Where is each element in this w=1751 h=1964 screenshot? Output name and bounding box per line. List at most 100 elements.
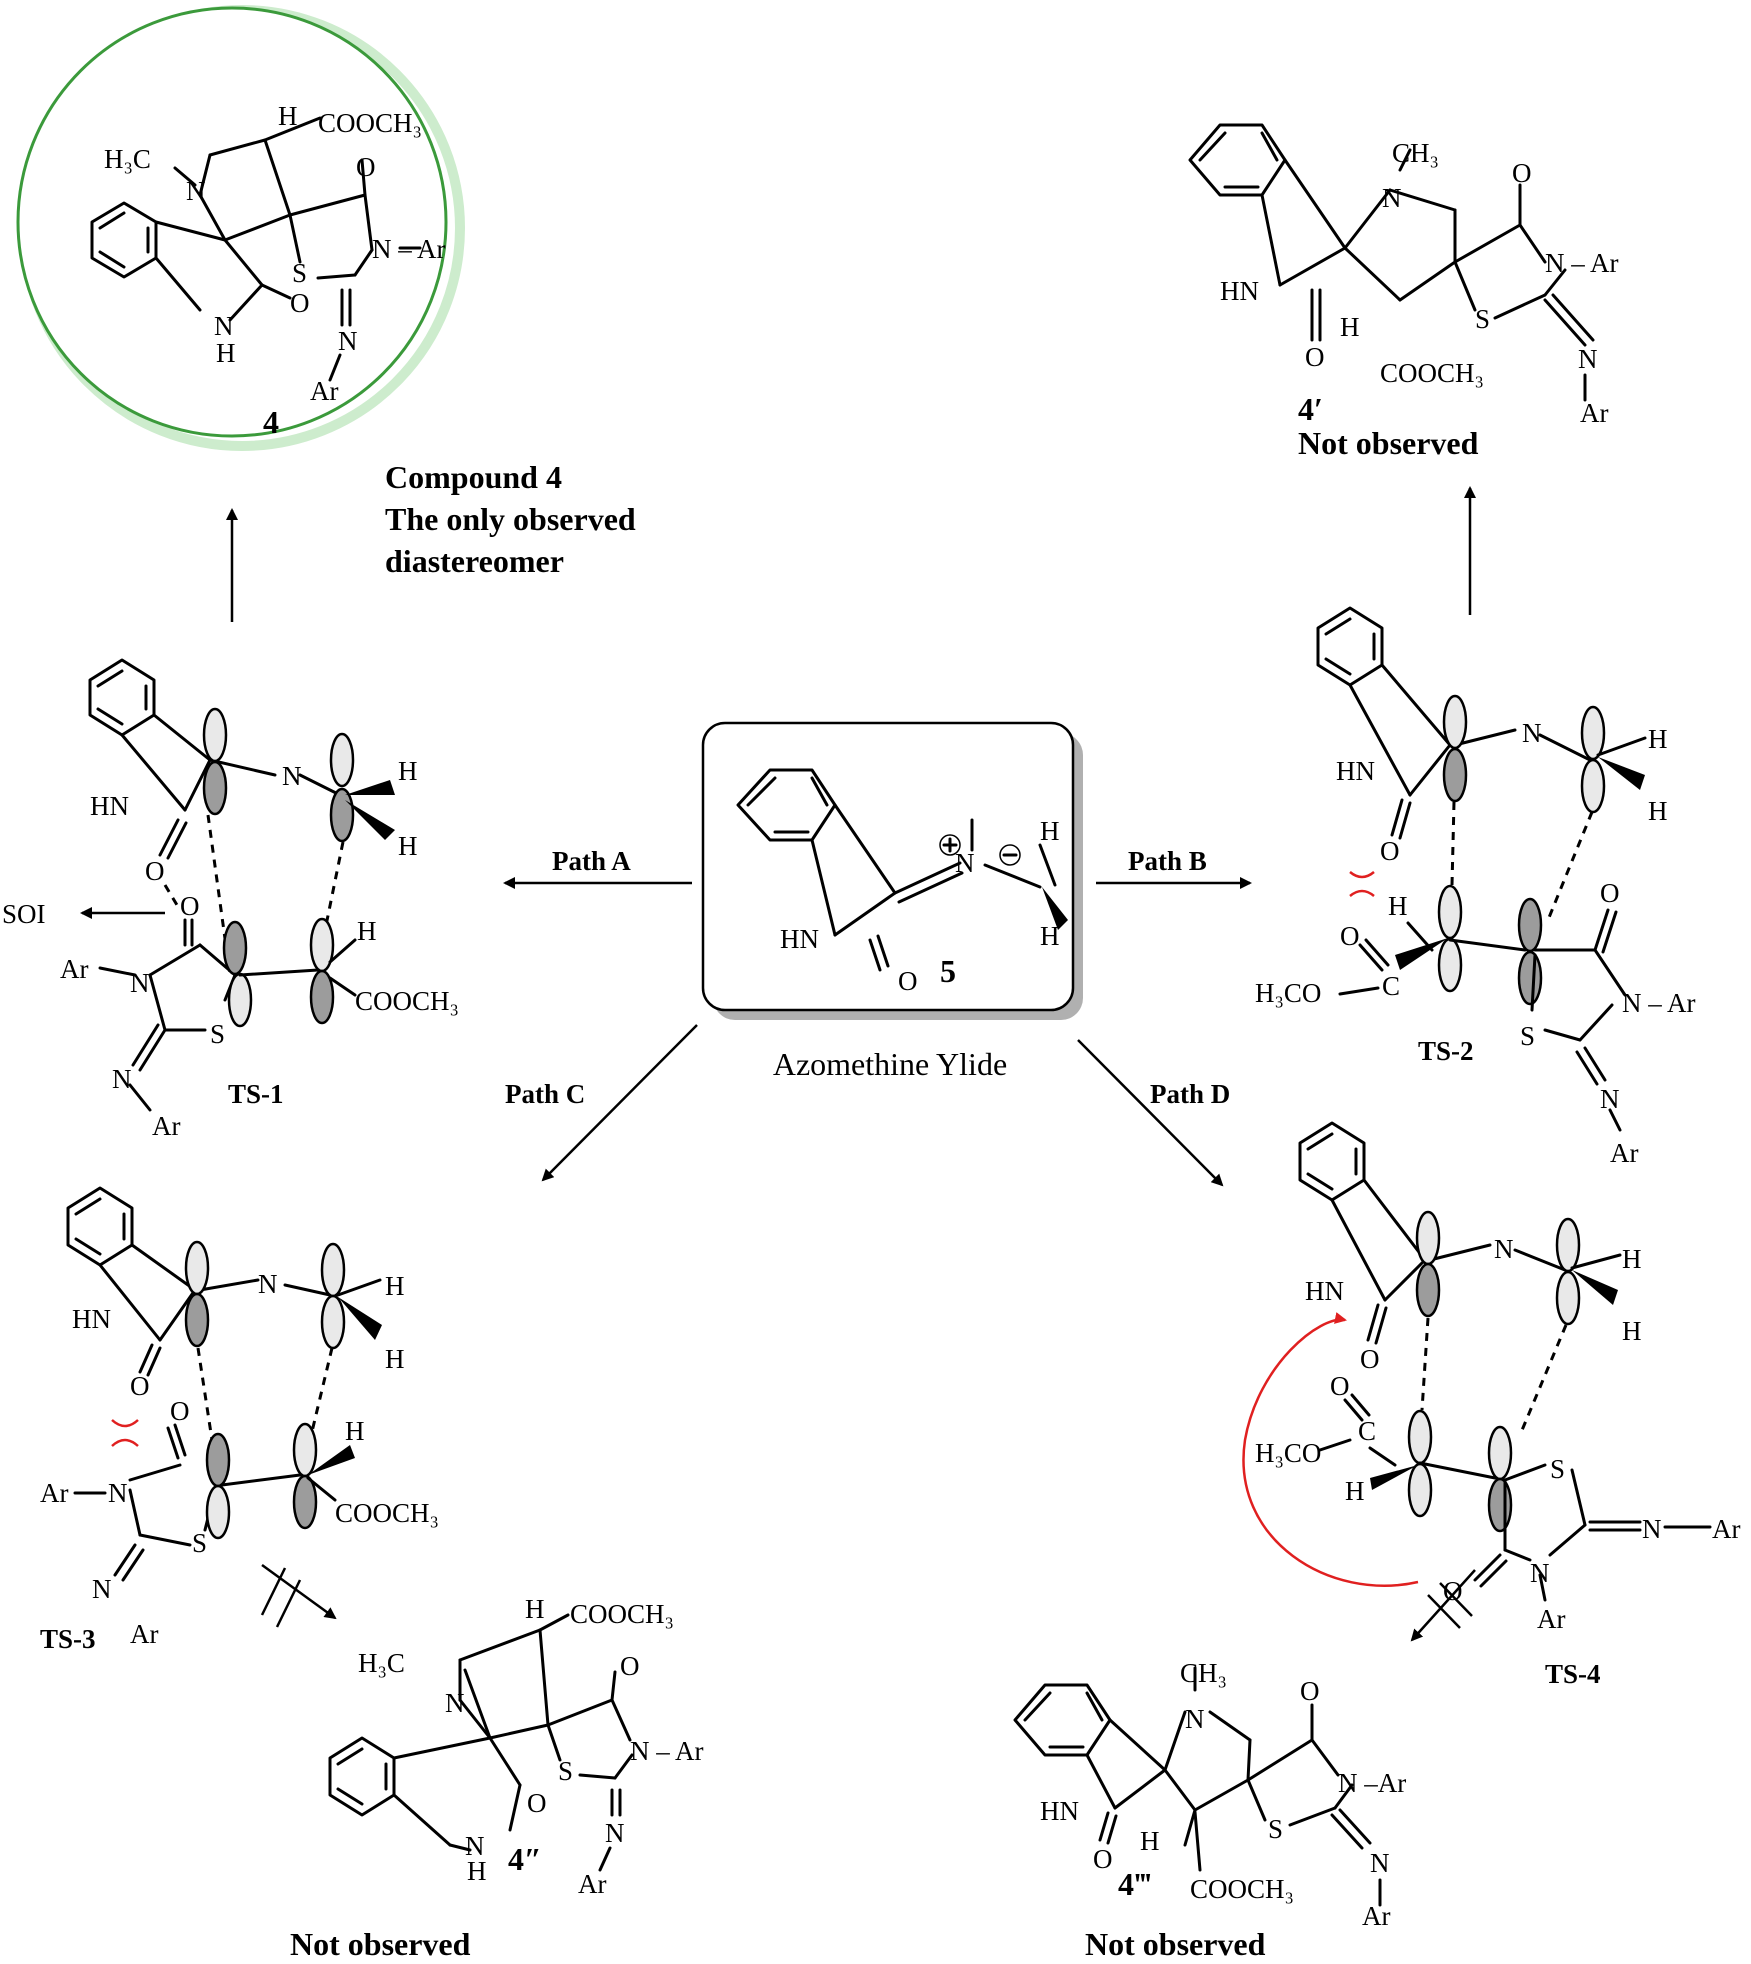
cooch3-group: COOCH₃ (335, 1498, 439, 1528)
highlight-circle (16, 6, 448, 438)
n-atom: N (1370, 1848, 1390, 1878)
hn-atom: HN (1305, 1276, 1344, 1306)
n-atom: N (445, 1688, 465, 1718)
hn-atom: HN (1336, 756, 1375, 786)
o-atom: O (145, 856, 165, 886)
h-atom: H (1622, 1316, 1642, 1346)
p-orbital-lobe (205, 1432, 231, 1488)
p-orbital-lobe (1442, 747, 1468, 803)
o-atom: O (1330, 1371, 1350, 1401)
ar-group: Ar (578, 1869, 607, 1899)
h-atom: H (1622, 1244, 1642, 1274)
p-orbital-lobe (320, 1242, 346, 1298)
o-atom: O (1380, 836, 1400, 866)
o-atom: O (290, 288, 310, 318)
steric-clash-mark (1349, 871, 1375, 897)
n-atom: N (1494, 1234, 1514, 1264)
p-orbital-lobe (1555, 1217, 1581, 1273)
s-atom: S (558, 1756, 573, 1786)
ylide-name: Azomethine Ylide (773, 1046, 1007, 1082)
h-atom: H (525, 1594, 545, 1624)
compound-4-prime-status: Not observed (1298, 425, 1479, 461)
o-atom: O (898, 966, 918, 996)
cooch3-group: COOCH₃ (318, 108, 422, 138)
red-curved-arrow (1242, 1312, 1419, 1587)
ar-group: Ar (1712, 1514, 1741, 1544)
n-plus-atom: N (955, 848, 975, 878)
compound-4-double-prime: H COOCH₃ H₃C N O N – Ar S O N Ar N H 4″ … (290, 1594, 704, 1962)
p-orbital-lobe (202, 707, 228, 763)
cooch3-group: COOCH₃ (1380, 358, 1484, 388)
n-atom: N (186, 176, 206, 206)
ar-group: Ar (60, 954, 89, 984)
ar-group: Ar (1610, 1138, 1639, 1168)
h-atom: H (398, 756, 418, 786)
s-atom: S (1475, 304, 1490, 334)
p-orbital-lobe (1437, 884, 1463, 940)
h-atom: H (1388, 891, 1408, 921)
ts-3-label: TS-3 (40, 1624, 96, 1654)
n-atom: N (1642, 1514, 1662, 1544)
compound-4-caption-3: diastereomer (385, 543, 564, 579)
n-atom: N (338, 326, 358, 356)
p-orbital-lobe (1487, 1477, 1513, 1533)
ar-group: Ar (1537, 1604, 1566, 1634)
compound-4-double-prime-label: 4″ (508, 1841, 542, 1877)
ar-group: Ar (40, 1478, 69, 1508)
compound-4-prime: CH₃ N O N – Ar HN O H COOCH₃ S N Ar 4′ N… (1188, 123, 1619, 461)
p-orbital-lobe (1580, 705, 1606, 761)
hn-atom: HN (72, 1304, 111, 1334)
p-orbital-lobe (1437, 937, 1463, 993)
o-atom: O (1360, 1344, 1380, 1374)
compound-4-triple-prime: CH₃ N O N –Ar HN O H COOCH₃ S N Ar 4‴ No… (1013, 1658, 1406, 1962)
n-ar-group: N –Ar (1338, 1768, 1406, 1798)
p-orbital-lobe (1517, 950, 1543, 1006)
h-atom: H (357, 916, 377, 946)
o-atom: O (527, 1788, 547, 1818)
h-atom: H (1040, 921, 1060, 951)
p-orbital-lobe (1487, 1425, 1513, 1481)
o-atom: O (356, 152, 376, 182)
ar-group: Ar (1580, 398, 1609, 428)
ylide-label: 5 (940, 953, 956, 989)
p-orbital-lobe (292, 1422, 318, 1478)
h-atom: H (278, 101, 298, 131)
compound-4: H COOCH₃ H₃C N O N – Ar S O N Ar N H 4 (16, 5, 465, 451)
hn-atom: HN (1220, 276, 1259, 306)
ts-4: HN N H H O O C H₃CO H S N Ar O N A (1242, 1121, 1741, 1689)
n-ar-group: N – Ar (1545, 248, 1619, 278)
cooch3-group: COOCH₃ (570, 1599, 674, 1629)
h-atom: H (1340, 312, 1360, 342)
p-orbital-lobe (1415, 1210, 1441, 1266)
cooch3-group: COOCH₃ (355, 986, 459, 1016)
p-orbital-lobe (1580, 758, 1606, 814)
n-atom: N (1600, 1084, 1620, 1114)
h-atom: H (1040, 816, 1060, 846)
ts-1-label: TS-1 (228, 1079, 284, 1109)
p-orbital-lobe (184, 1292, 210, 1348)
steric-clash-mark (111, 1419, 139, 1447)
n-atom: N (130, 968, 150, 998)
azomethine-ylide: N H H HN O 5 (701, 721, 1083, 1020)
h-atom: H (1648, 796, 1668, 826)
compound-4-triple-prime-status: Not observed (1085, 1926, 1266, 1962)
minus-charge (999, 844, 1021, 866)
o-atom: O (130, 1371, 150, 1401)
o-atom: O (1340, 921, 1360, 951)
p-orbital-lobe (222, 920, 248, 976)
ar-group: Ar (152, 1111, 181, 1141)
path-c-label: Path C (505, 1079, 585, 1109)
n-ar-group: N – Ar (630, 1736, 704, 1766)
h3c-group: H₃C (358, 1648, 405, 1678)
ar-group: Ar (310, 376, 339, 406)
compound-4-caption-1: Compound 4 (385, 459, 562, 495)
s-atom: S (1268, 1814, 1283, 1844)
h-atom: H (385, 1344, 405, 1374)
hn-atom: HN (780, 924, 819, 954)
ts-2-label: TS-2 (1418, 1036, 1474, 1066)
h3co-group: H₃CO (1255, 1438, 1321, 1468)
o-atom: O (620, 1651, 640, 1681)
s-atom: S (192, 1528, 207, 1558)
o-atom: O (1305, 342, 1325, 372)
